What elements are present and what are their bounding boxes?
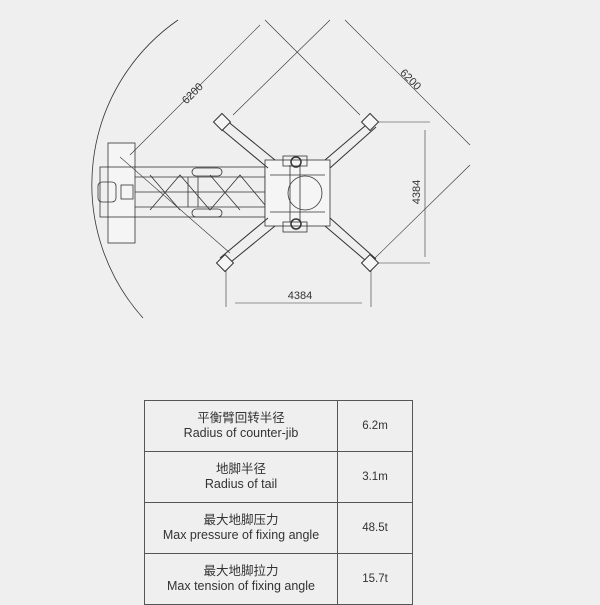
row-label-zh: 地脚半径 [215, 462, 266, 476]
row-value: 48.5t [337, 502, 413, 554]
row-label-en: Max tension of fixing angle [166, 579, 315, 593]
dim-counter-jib-radius: 6200 [180, 81, 206, 107]
row-label-en: Radius of tail [204, 477, 278, 491]
dim-leg-span-horizontal: 4384 [288, 290, 312, 302]
row-value: 3.1m [337, 451, 413, 503]
row-label-en: Max pressure of fixing angle [162, 528, 320, 542]
row-value: 15.7t [337, 553, 413, 605]
row-label-zh: 平衡臂回转半径 [197, 411, 285, 425]
slewing-arc [91, 19, 179, 319]
row-value: 6.2m [337, 400, 413, 452]
center-frame [264, 155, 331, 233]
counter-jib [97, 142, 266, 244]
row-label-en: Radius of counter-jib [183, 426, 299, 440]
row-label-zh: 最大地脚拉力 [203, 564, 279, 578]
dim-leg-span-vertical: 4384 [411, 180, 423, 204]
crane-plan-drawing: 6200 6200 4384 4384 [91, 19, 471, 319]
row-label-zh: 最大地脚压力 [203, 513, 279, 527]
dim-tail-radius: 6200 [397, 67, 423, 93]
dimension-lines [119, 19, 471, 307]
